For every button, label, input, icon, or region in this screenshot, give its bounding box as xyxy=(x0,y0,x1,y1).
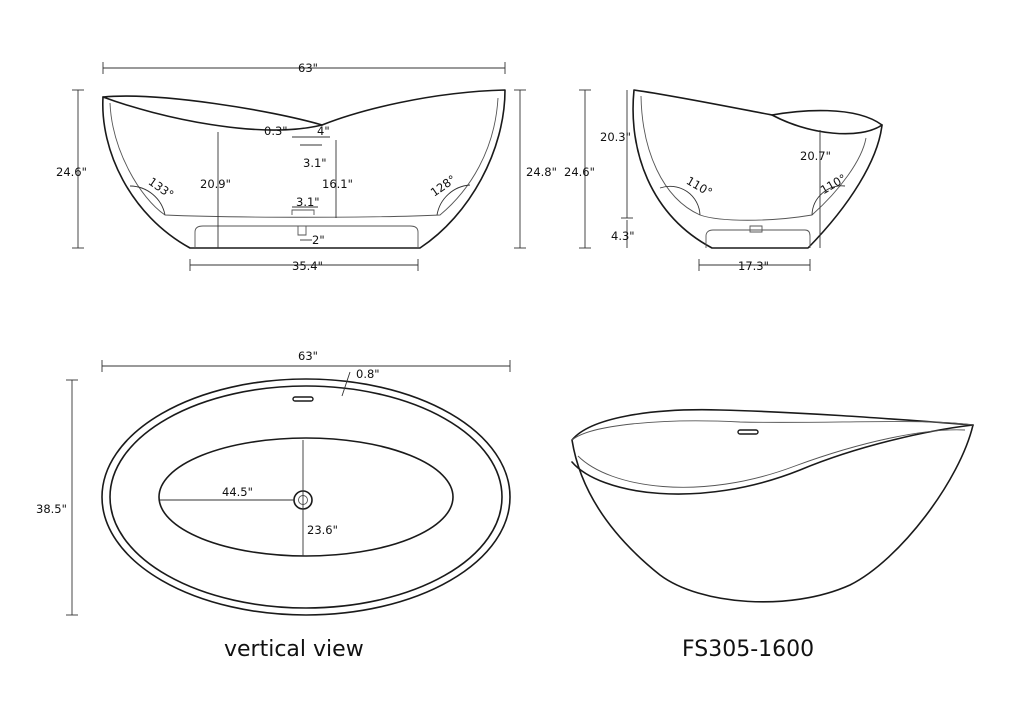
top-width: 38.5" xyxy=(36,502,67,516)
front-drain-size: 3.1" xyxy=(296,195,320,209)
front-overflow-size: 3.1" xyxy=(303,156,327,170)
front-left-height: 24.6" xyxy=(56,165,87,179)
caption-model: FS305-1600 xyxy=(682,637,814,662)
front-angle-right: 128° xyxy=(428,172,459,199)
side-inner-depth-right: 20.7" xyxy=(800,149,831,163)
top-inner-width: 23.6" xyxy=(307,523,338,537)
side-view: 24.6" 20.3" 20.7" 4.3" 17.3" 110° 110° xyxy=(564,89,883,273)
top-rim-thickness: 0.8" xyxy=(356,367,380,381)
caption-vertical-view: vertical view xyxy=(224,637,364,662)
front-inner-depth: 20.9" xyxy=(200,177,231,191)
front-overall-length: 63" xyxy=(298,61,318,75)
front-drain-offset: 0.3" xyxy=(264,124,288,138)
front-overflow-to-drain: 16.1" xyxy=(322,177,353,191)
top-length: 63" xyxy=(298,349,318,363)
top-inner-length: 44.5" xyxy=(222,485,253,499)
perspective-view: FS305-1600 xyxy=(571,408,974,662)
side-base-width: 17.3" xyxy=(738,259,769,273)
side-overall-height: 24.6" xyxy=(564,165,595,179)
front-right-height: 24.8" xyxy=(526,165,557,179)
top-view: 63" 0.8" 38.5" 44.5" 23.6" vertical view xyxy=(36,349,511,662)
side-base-height: 4.3" xyxy=(611,229,635,243)
side-inner-depth-left: 20.3" xyxy=(600,130,631,144)
front-drain-pipe: 2" xyxy=(312,233,325,247)
front-angle-left: 133° xyxy=(146,174,177,201)
front-overflow-gap: 4" xyxy=(317,124,330,138)
side-angle-left: 110° xyxy=(684,173,715,199)
front-view: 63" 24.6" 24.8" 20.9" 0.3" 4" 3.1" 16.1"… xyxy=(56,61,557,273)
front-base-length: 35.4" xyxy=(292,259,323,273)
